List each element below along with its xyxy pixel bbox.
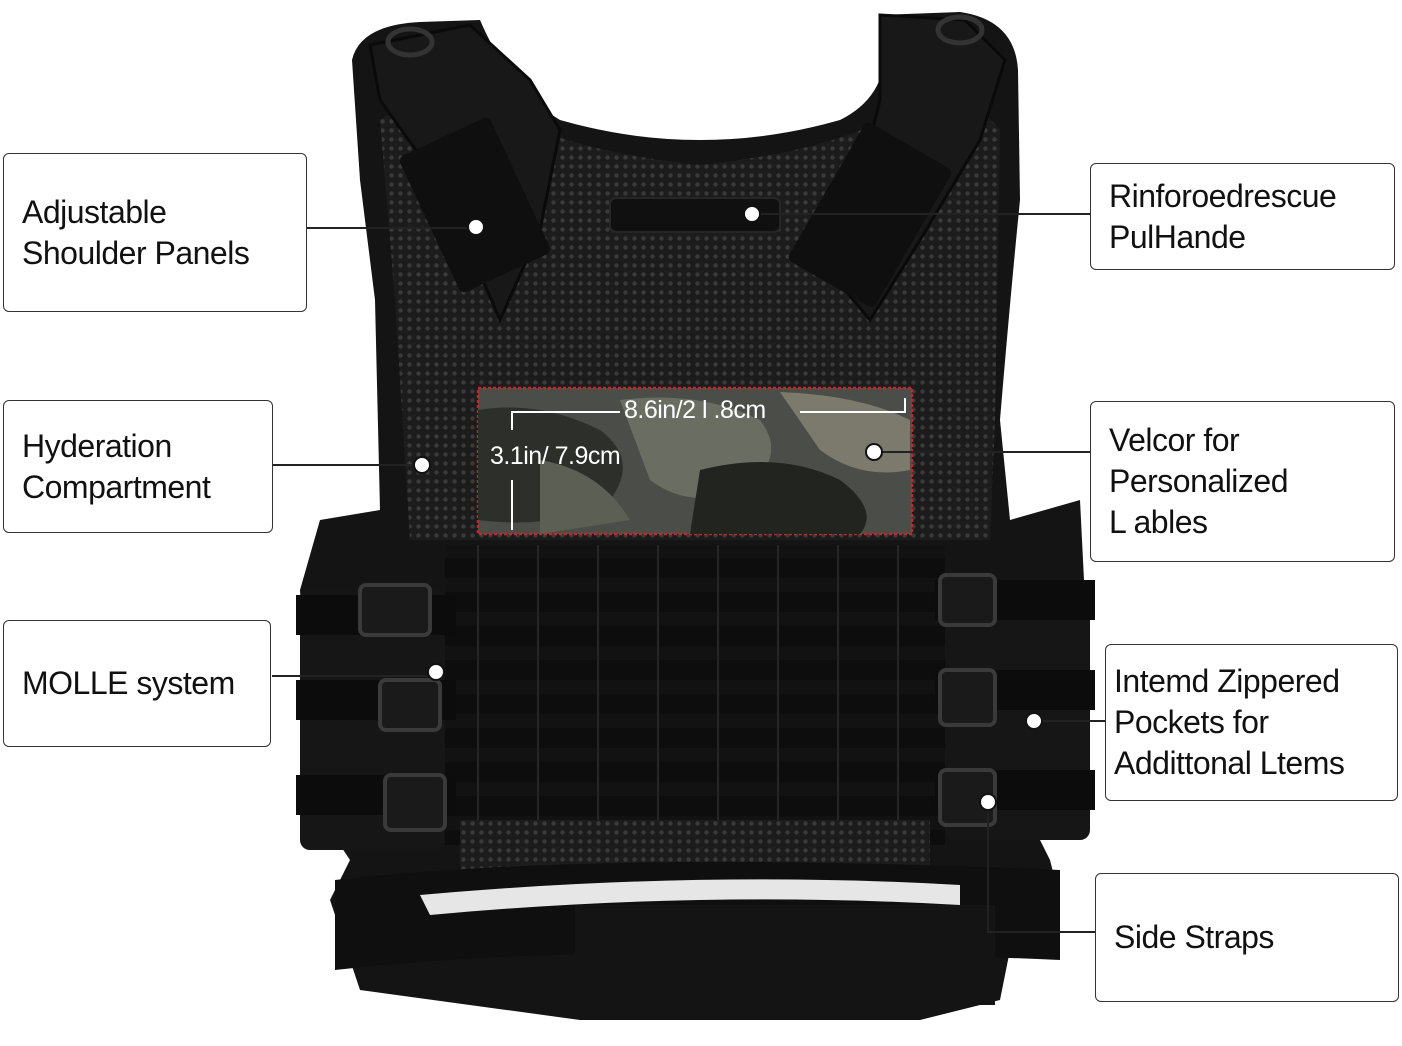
belt-highlight [420,879,960,915]
patch-height-label: 3.1in/ 7.9cm [490,442,621,470]
callout-hydration: Hyderation Compartment [3,400,273,533]
leader-lines [272,213,1106,933]
callout-text: Velcor for [1109,422,1240,458]
callout-dots [413,205,1043,811]
buckles [358,573,997,832]
belt-strap-lower [575,905,995,1005]
d-ring-right [935,14,985,46]
callout-text: PulHande [1109,218,1246,255]
callout-text: Rinforoedrescue [1109,177,1337,214]
callout-side-straps: Side Straps [1095,873,1399,1002]
dimension-lines [511,398,906,530]
callout-text: Addittonal Ltems [1114,745,1345,781]
callout-text: L ables [1109,504,1208,540]
callout-text: MOLLE system [22,665,235,701]
callout-pull-handle: Rinforoedrescue PulHande [1090,163,1395,270]
patch-width-label: 8.6in/2 l .8cm [624,396,766,424]
callout-velcro: Velcor for Personalized L ables [1090,401,1395,562]
molle-webbing [445,545,945,845]
callout-text: Intemd Zippered [1114,663,1340,699]
callout-shoulder-panels: Adjustable Shoulder Panels [3,153,307,312]
callout-text: Shoulder Panels [22,234,250,271]
d-ring-left [385,26,435,58]
callout-molle: MOLLE system [3,620,271,747]
callout-text: Pockets for [1114,704,1269,740]
velcro-panel-left [399,117,551,293]
callout-text: Hyderation [22,427,172,464]
callout-text: Adjustable [22,193,167,230]
callout-pockets: Intemd Zippered Pockets for Addittonal L… [1105,644,1398,801]
callout-text: Compartment [22,468,211,505]
callout-text: Personalized [1109,463,1289,499]
callout-text: Side Straps [1114,919,1274,955]
